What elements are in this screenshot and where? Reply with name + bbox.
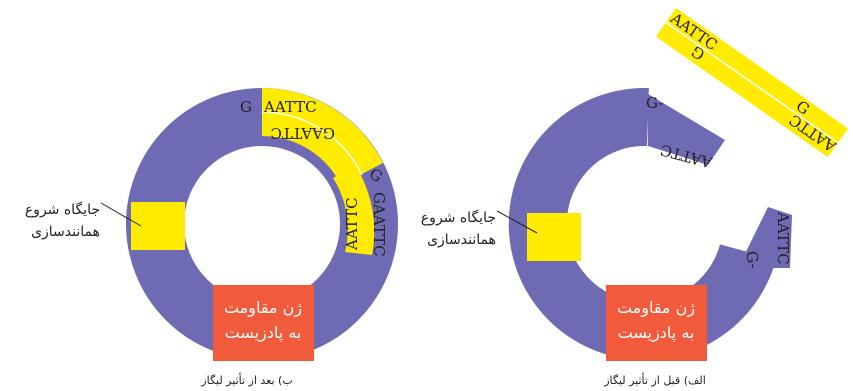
- right-gene-box: [606, 285, 707, 361]
- fragment-strand-top: [666, 8, 849, 143]
- right-origin-label-2: همانندسازی: [427, 232, 496, 248]
- left-seq-right-aattc: AATTC: [343, 197, 361, 251]
- left-panel: G AATTC GAATTC G AATTC GAATTC جایگاه شرو…: [25, 88, 398, 387]
- left-origin-label-1: جایگاه شروع: [25, 201, 100, 218]
- left-origin-pointer: [100, 202, 142, 227]
- right-end-top-g: G-: [646, 94, 663, 112]
- right-dna-fragment: AATTC G G AATTC: [655, 8, 849, 158]
- left-gene-label-1: ژن مقاومت: [224, 298, 302, 318]
- right-caption: الف) قبل از تأثیر لیگاز: [603, 372, 706, 387]
- right-plasmid-top-arm: [648, 94, 725, 165]
- left-origin-label-2: همانندسازی: [31, 224, 100, 240]
- right-origin-box: [527, 213, 581, 261]
- right-plasmid-right-arm: [738, 207, 792, 268]
- right-gene-label-2: به پادزیست: [618, 323, 695, 343]
- left-seq-top-inner-text: GAATTC: [270, 124, 335, 142]
- fragment-divider: [665, 21, 839, 144]
- right-end-bottom-seq: AATTC: [774, 211, 792, 265]
- right-origin-label-1: جایگاه شروع: [421, 209, 496, 226]
- right-end-bottom-g: G-: [742, 250, 763, 270]
- left-seq-top: AATTC: [263, 98, 317, 116]
- left-insert-fragment-2: [333, 165, 375, 255]
- left-gene-label-2: به پادزیست: [225, 323, 302, 343]
- right-panel: G- AATTC AATTC G- AATTC G G AATTC جایگاه…: [421, 8, 849, 387]
- left-gene-box: [213, 285, 314, 361]
- right-origin-pointer: [496, 210, 538, 234]
- right-gene-label-1: ژن مقاومت: [617, 298, 695, 318]
- left-caption: ب) بعد از تأثیر لیگاز: [200, 372, 292, 387]
- left-seq-right-inner: GAATTC: [370, 192, 388, 257]
- left-insert-fragment: [262, 88, 383, 185]
- left-seq-g-top: G: [240, 98, 252, 116]
- fragment-strand-bottom: [655, 22, 838, 158]
- left-strand-divider: [261, 111, 363, 176]
- left-origin-box: [131, 202, 185, 250]
